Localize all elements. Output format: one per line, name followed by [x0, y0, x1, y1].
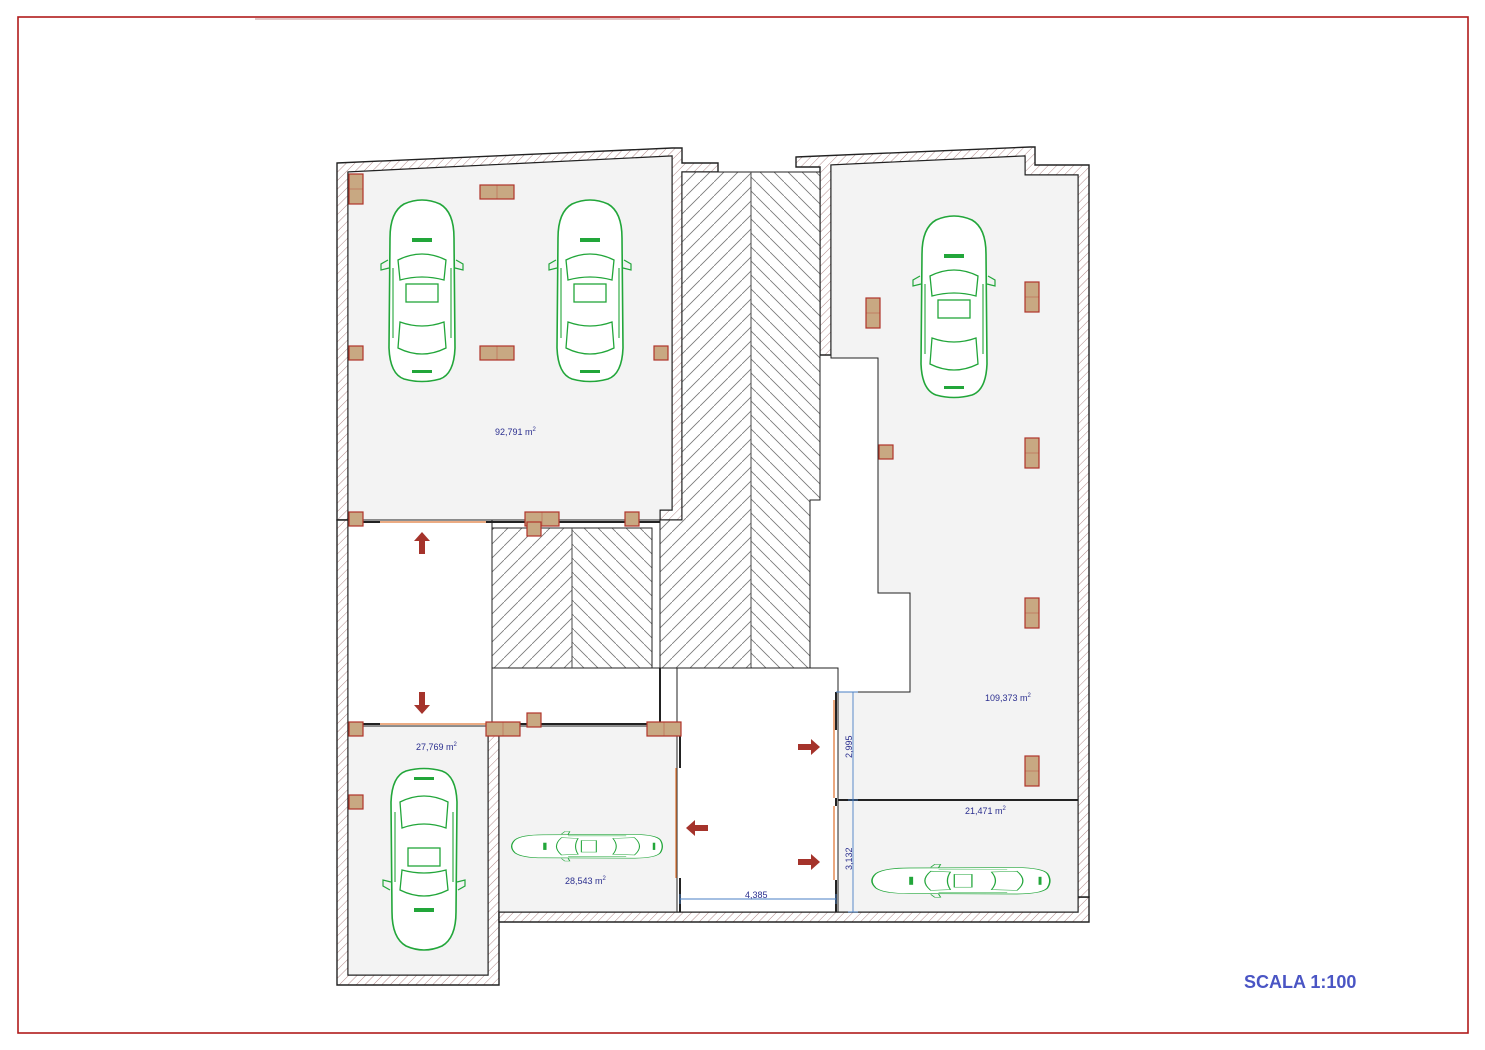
area-label-south-west: 27,769 m2 — [416, 742, 458, 752]
doors — [380, 521, 835, 880]
car-icon — [382, 767, 466, 951]
area-label-north-west: 92,791 m2 — [495, 427, 537, 437]
page-frame — [17, 16, 1469, 1034]
ramp-secondary — [491, 527, 653, 669]
area-label-south-center: 28,543 m2 — [565, 876, 607, 886]
corridor-south — [676, 667, 839, 913]
car-icon — [871, 863, 1051, 898]
ramp-main — [659, 171, 821, 669]
corridor-center — [491, 667, 661, 727]
scale-label: SCALA 1:100 — [1244, 972, 1356, 992]
dimension-label-upper: 2,995 — [844, 735, 854, 758]
dimension-label-width: 4,385 — [745, 890, 768, 900]
corridor-west — [347, 519, 493, 727]
area-label-east: 109,373 m2 — [985, 693, 1032, 703]
area-garage-south-center — [498, 725, 678, 913]
area-garage-south-east — [837, 799, 1079, 913]
car-icon — [510, 830, 663, 862]
car-icon — [548, 199, 632, 383]
car-icon — [380, 199, 464, 383]
dimension-label-lower: 3,132 — [844, 847, 854, 870]
area-label-south-east: 21,471 m2 — [965, 806, 1007, 816]
dimension-lines — [679, 691, 858, 913]
car-icon — [912, 215, 996, 399]
